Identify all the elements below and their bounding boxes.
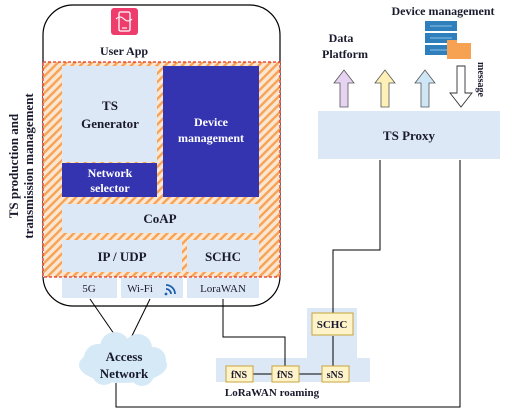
database-server-icon xyxy=(425,21,471,59)
fns-box-2 xyxy=(271,365,300,383)
network-selector-label-line1: Network xyxy=(88,166,133,180)
ts-generator-label-line2: Generator xyxy=(81,116,139,131)
ts-proxy-box xyxy=(318,111,500,159)
device-schc-label: SCHC xyxy=(205,249,241,264)
lorawan-roaming-label: LoRaWAN roaming xyxy=(225,387,320,399)
mobile-app-icon xyxy=(111,8,138,35)
access-network-cloud xyxy=(79,332,167,386)
wifi-icon xyxy=(164,284,176,296)
coap-label: CoAP xyxy=(143,211,176,226)
fns-box-1 xyxy=(225,365,254,383)
user-app-label: User App xyxy=(100,44,148,58)
fns-label-2: fNS xyxy=(277,370,294,381)
fns-label-1: fNS xyxy=(231,370,248,381)
sns-box xyxy=(321,365,350,383)
arrow-down-message-icon xyxy=(449,65,473,108)
radio-wifi-box xyxy=(121,278,183,298)
coap-box xyxy=(62,204,259,233)
message-label: message xyxy=(475,62,486,98)
device-management-box xyxy=(163,66,259,197)
ts-generator-label-line1: TS xyxy=(102,98,118,113)
link-access-proxy xyxy=(115,160,461,408)
network-selector-label-line2: selector xyxy=(90,181,130,195)
access-network-label-line1: Access xyxy=(106,349,143,364)
data-platform-label-line2: Platform xyxy=(322,47,368,61)
radio-wifi-label: Wi-Fi xyxy=(127,283,153,295)
device-schc-box xyxy=(187,240,259,272)
arrow-up-yellow-icon xyxy=(374,69,396,108)
radio-5g-box xyxy=(62,278,117,298)
ip-udp-label: IP / UDP xyxy=(97,249,146,264)
ts-generator-box xyxy=(62,66,157,162)
ts-proxy-label: TS Proxy xyxy=(383,128,436,143)
side-label-line2: transmission management xyxy=(21,93,36,239)
data-platform-label-line1: Data xyxy=(329,31,354,45)
sns-label: sNS xyxy=(327,370,344,381)
arrow-up-blue-icon xyxy=(414,69,436,108)
link-schc-proxy xyxy=(332,160,381,313)
radio-lorawan-label: LoraWAN xyxy=(200,283,246,295)
ip-udp-box xyxy=(62,240,182,272)
device-management-label-line2: management xyxy=(178,131,244,145)
device-management-server-label: Device management xyxy=(392,4,495,18)
radio-5g-label: 5G xyxy=(82,283,96,295)
radio-lorawan-box xyxy=(187,278,259,298)
network-selector-box xyxy=(62,163,157,197)
ts-management-border xyxy=(42,61,281,278)
arrow-up-purple-icon xyxy=(333,69,355,108)
roaming-schc-box xyxy=(311,312,354,336)
link-lorawan-fns xyxy=(222,299,286,366)
side-label-line1: TS production and xyxy=(6,113,21,218)
device-management-label-line1: Device xyxy=(194,115,229,129)
access-network-label-line2: Network xyxy=(100,366,149,381)
roaming-schc-label: SCHC xyxy=(317,319,348,331)
